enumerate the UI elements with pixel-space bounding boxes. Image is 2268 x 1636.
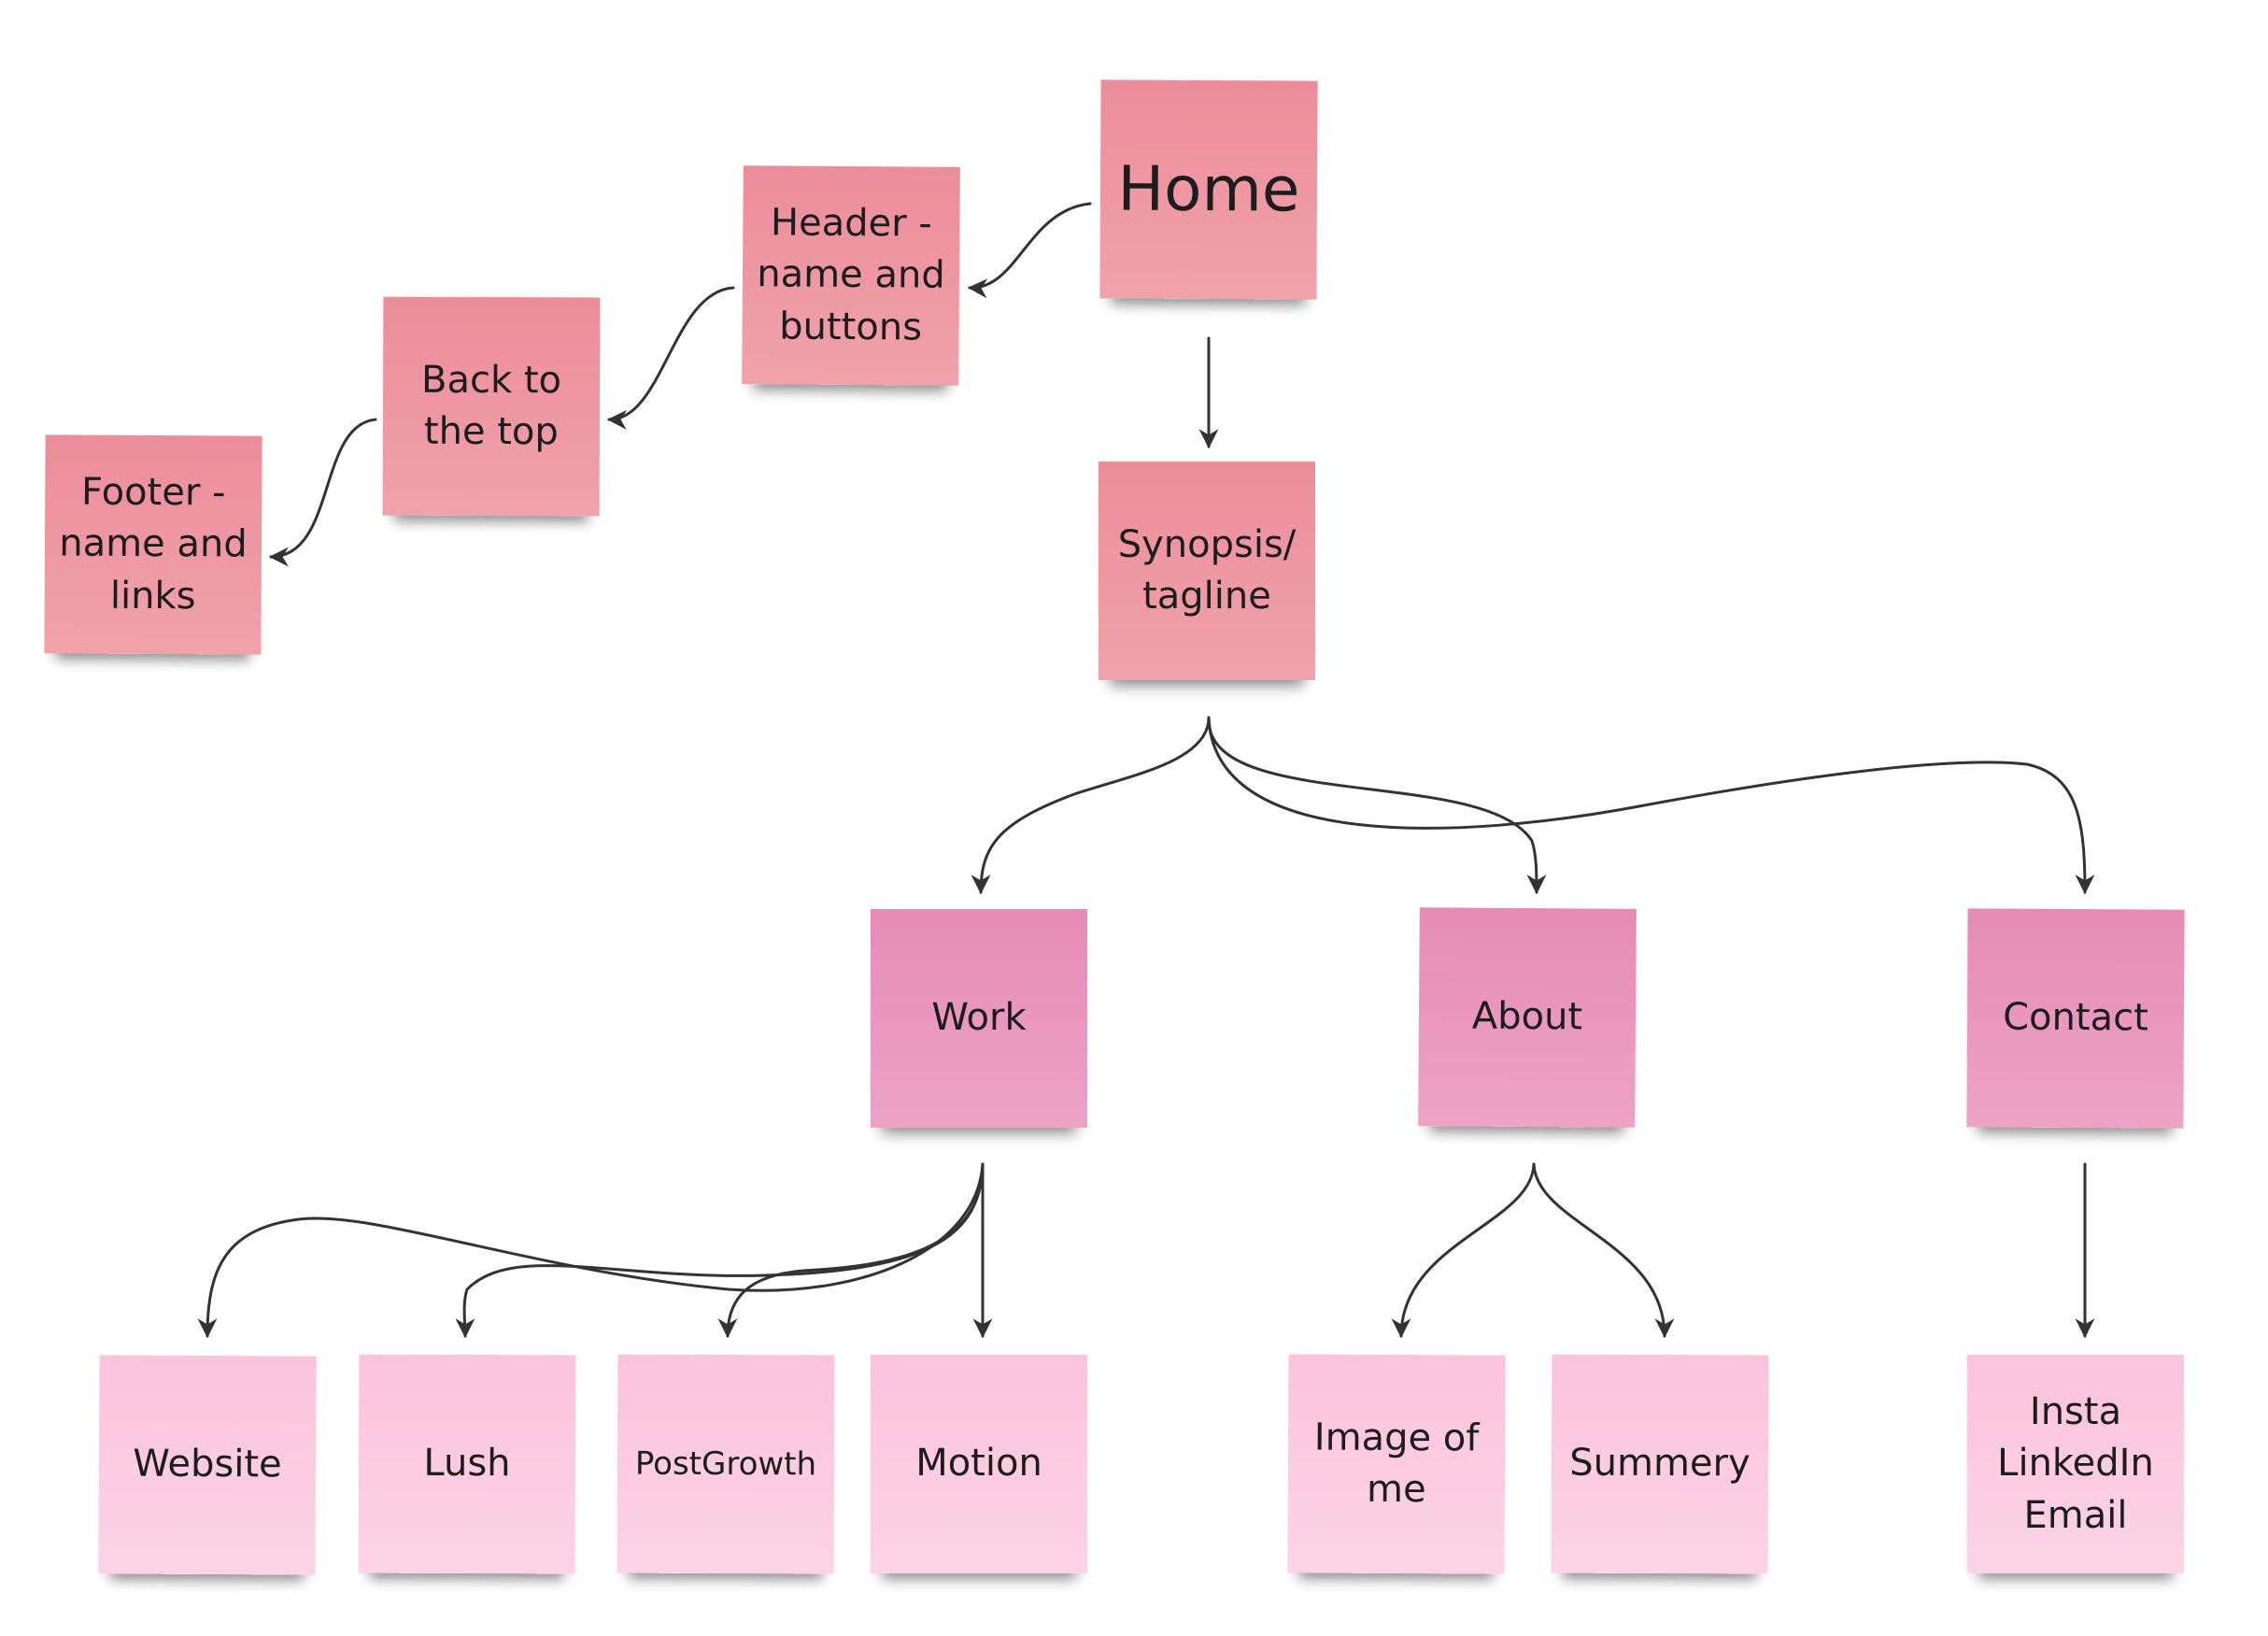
edge-about-summery bbox=[1532, 1162, 1675, 1339]
sticky-note-summery[interactable]: Summery bbox=[1551, 1354, 1769, 1574]
sticky-note-motion[interactable]: Motion bbox=[871, 1355, 1087, 1573]
sticky-note-work[interactable]: Work bbox=[871, 909, 1087, 1128]
edge-home-header bbox=[967, 202, 1092, 299]
edge-header-back-to-top bbox=[606, 286, 735, 430]
sticky-note-about[interactable]: About bbox=[1418, 907, 1637, 1128]
edge-work-website bbox=[197, 1162, 985, 1339]
edge-synopsis-work bbox=[971, 716, 1211, 895]
sticky-note-back-to-top[interactable]: Back to the top bbox=[382, 296, 601, 517]
sticky-note-contact[interactable]: Contact bbox=[1966, 908, 2185, 1129]
edge-work-postgrowth bbox=[717, 1162, 985, 1339]
edge-back-to-top-footer bbox=[268, 418, 377, 567]
sticky-note-website[interactable]: Website bbox=[98, 1355, 317, 1575]
edge-work-lush bbox=[455, 1162, 985, 1339]
sticky-note-image-of-me[interactable]: Image of me bbox=[1287, 1354, 1506, 1574]
sticky-note-synopsis[interactable]: Synopsis/ tagline bbox=[1099, 462, 1315, 680]
sticky-note-header[interactable]: Header - name and buttons bbox=[742, 165, 960, 386]
sticky-note-lush[interactable]: Lush bbox=[358, 1354, 576, 1574]
edge-about-image-of-me bbox=[1391, 1162, 1536, 1339]
sticky-note-home[interactable]: Home bbox=[1099, 79, 1318, 300]
sticky-note-postgrowth[interactable]: PostGrowth bbox=[617, 1354, 835, 1574]
edge-synopsis-contact bbox=[1207, 716, 2095, 895]
sticky-note-contact-links[interactable]: Insta LinkedIn Email bbox=[1967, 1355, 2184, 1573]
sticky-note-footer[interactable]: Footer - name and links bbox=[44, 434, 262, 655]
edge-synopsis-about bbox=[1207, 716, 1547, 895]
